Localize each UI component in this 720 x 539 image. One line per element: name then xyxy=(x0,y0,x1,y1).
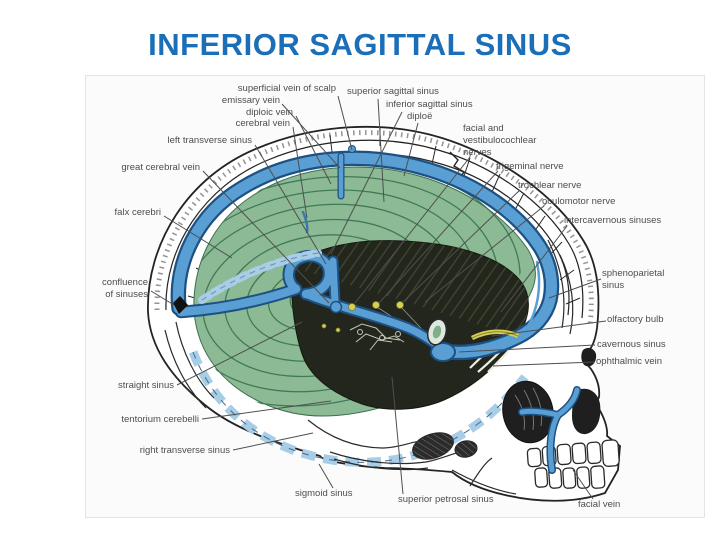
leader-sigmoid-sinus xyxy=(318,463,334,489)
label-sphenoparietal-sinus: sphenoparietal sinus xyxy=(602,268,665,291)
label-trigeminal-nerve: trigeminal nerve xyxy=(496,161,564,173)
label-emissary-vein: emissary vein xyxy=(221,95,280,107)
leader-lines xyxy=(150,95,607,500)
leader-straight-sinus xyxy=(176,321,303,386)
leader-superior-sagittal-sinus xyxy=(377,98,385,203)
nerve-root-dots xyxy=(321,301,404,333)
label-falx-cerebri: falx cerebri xyxy=(114,207,161,219)
superior-sagittal-sinus-band xyxy=(172,152,558,358)
label-sigmoid-sinus: sigmoid sinus xyxy=(295,488,353,500)
leader-facial-vein xyxy=(572,469,594,500)
venous-sinus-network xyxy=(170,145,560,362)
leader-superior-petrosal-sinus xyxy=(391,376,404,495)
leader-confluence-of-sinuses xyxy=(150,290,175,306)
label-superior-sagittal-sinus: superior sagittal sinus xyxy=(347,86,439,98)
leader-cerebral-vein xyxy=(292,126,308,219)
label-superior-petrosal-sinus: superior petrosal sinus xyxy=(398,494,494,506)
leader-left-transverse-sinus xyxy=(254,144,327,265)
sphenoparietal-sinus-arc xyxy=(524,260,541,332)
leader-diploic-vein xyxy=(295,115,332,185)
label-tentorium-cerebelli: tentorium cerebelli xyxy=(121,414,199,426)
straight-sinus-channel xyxy=(176,284,301,317)
leader-facial-and-vestibulocochlear-nerves xyxy=(354,156,471,304)
leader-falx-cerebri xyxy=(163,215,233,259)
label-olfactory-bulb: olfactory bulb xyxy=(607,314,664,326)
label-great-cerebral-vein: great cerebral vein xyxy=(121,162,200,174)
label-confluence-of-sinuses: confluence of sinuses xyxy=(102,277,148,300)
label-superficial-vein-of-scalp: superficial vein of scalp xyxy=(237,83,336,95)
label-oculomotor-nerve: oculomotor nerve xyxy=(542,196,616,208)
leader-cavernous-sinus xyxy=(458,344,596,353)
leader-emissary-vein xyxy=(281,103,341,169)
label-facial-and-vestibulocochlear-nerves: facial and vestibulocochlear nerves xyxy=(463,123,537,158)
face-features xyxy=(502,347,620,489)
confluence-marker xyxy=(173,296,188,314)
label-facial-vein: facial vein xyxy=(578,499,621,511)
leader-olfactory-bulb xyxy=(491,320,607,337)
leader-right-transverse-sinus xyxy=(232,432,314,451)
label-right-transverse-sinus: right transverse sinus xyxy=(139,445,230,457)
label-trochlear-nerve: trochlear nerve xyxy=(518,180,582,192)
sinus-loop xyxy=(284,251,334,299)
page-title: INFERIOR SAGITTAL SINUS xyxy=(148,27,572,62)
leader-oculomotor-nerve xyxy=(424,205,545,303)
great-cerebral-vein-knob xyxy=(329,300,343,314)
label-inferior-sagittal-sinus: inferior sagittal sinus xyxy=(386,99,473,111)
leader-inferior-sagittal-sinus xyxy=(330,111,403,255)
cerebral-vein-vessel xyxy=(301,210,309,234)
trabecular-web xyxy=(349,323,405,351)
label-left-transverse-sinus: left transverse sinus xyxy=(167,135,252,147)
leader-trochlear-nerve xyxy=(402,189,521,303)
cavernous-sinus-blob xyxy=(430,342,456,362)
label-diploe: diploë xyxy=(407,111,433,123)
nasal-aperture xyxy=(572,388,601,435)
skull-base-details xyxy=(164,239,574,495)
leader-tentorium-cerebelli xyxy=(201,400,332,420)
leader-great-cerebral-vein xyxy=(202,170,330,304)
label-cavernous-sinus: cavernous sinus xyxy=(597,339,666,351)
sella-region xyxy=(426,318,519,346)
label-intercavernous-sinuses: intercavernous sinuses xyxy=(564,215,662,227)
label-cerebral-vein: cerebral vein xyxy=(235,118,290,130)
label-straight-sinus: straight sinus xyxy=(118,380,174,392)
leader-diploe xyxy=(403,122,419,177)
label-diploic-vein: diploic vein xyxy=(246,107,293,119)
label-ophthalmic-vein: ophthalmic vein xyxy=(596,356,663,368)
teeth xyxy=(526,439,620,489)
leader-sphenoparietal-sinus xyxy=(548,278,602,299)
leader-ophthalmic-vein xyxy=(492,361,595,367)
great-cerebral-vein-vessel xyxy=(329,257,339,307)
leader-intercavernous-sinuses xyxy=(500,225,568,313)
leader-superficial-vein-of-scalp xyxy=(337,95,353,151)
right-transverse-sinus-dashed xyxy=(188,350,529,467)
facial-vein-vessel xyxy=(518,386,581,474)
leader-trigeminal-nerve xyxy=(378,170,499,304)
